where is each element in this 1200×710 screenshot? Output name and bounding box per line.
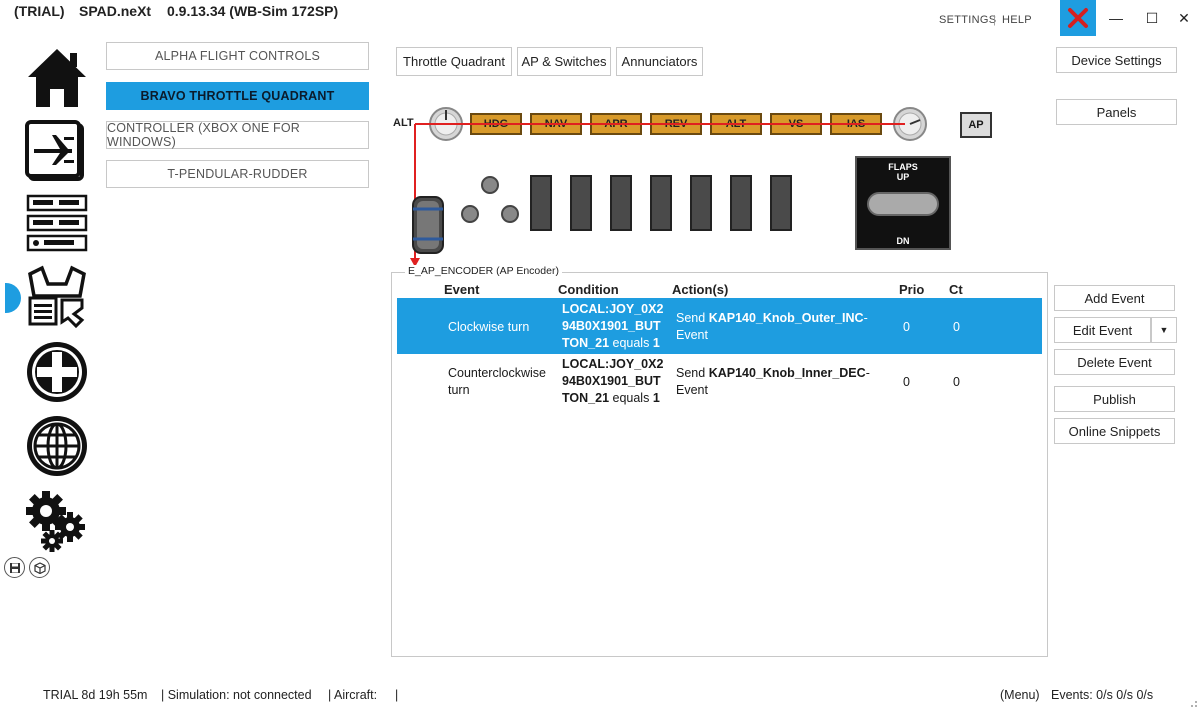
app-version: 0.9.13.34 (WB-Sim 172SP) xyxy=(167,3,339,19)
alt-knob-label: ALT xyxy=(393,117,414,129)
title-bar: (TRIAL) SPAD.neXt 0.9.13.34 (WB-Sim 172S… xyxy=(0,0,1200,40)
device-xbox-controller[interactable]: CONTROLLER (XBOX ONE FOR WINDOWS) xyxy=(106,121,369,149)
add-icon[interactable] xyxy=(22,337,92,407)
table-row-selected[interactable] xyxy=(397,298,1042,354)
globe-icon[interactable] xyxy=(22,411,92,481)
ap-button[interactable]: AP xyxy=(960,112,992,138)
delete-event-button[interactable]: Delete Event xyxy=(1054,349,1175,375)
tab-throttle-quadrant[interactable]: Throttle Quadrant xyxy=(396,47,512,76)
radio-stack-icon[interactable] xyxy=(22,188,92,258)
resize-grip-icon[interactable] xyxy=(1186,696,1198,708)
panels-button[interactable]: Panels xyxy=(1056,99,1177,125)
settings-gear-icon[interactable] xyxy=(22,485,92,555)
maximize-button[interactable]: ☐ xyxy=(1145,9,1159,26)
tab-annunciators[interactable]: Annunciators xyxy=(616,47,703,76)
save-icon[interactable] xyxy=(4,557,25,578)
column-header-actions[interactable]: Action(s) xyxy=(672,282,729,297)
row2-condition: LOCAL:JOY_0X2 94B0X1901_BUT TON_21 equal… xyxy=(562,357,664,405)
profile-icon[interactable] xyxy=(22,117,92,187)
row1-prio: 0 xyxy=(903,320,910,334)
row1-condition: LOCAL:JOY_0X2 94B0X1901_BUT TON_21 equal… xyxy=(562,302,664,350)
status-aircraft: | Aircraft: xyxy=(328,688,378,702)
row2-prio: 0 xyxy=(903,375,910,389)
link-separator: | xyxy=(993,14,997,26)
column-header-ct[interactable]: Ct xyxy=(949,282,963,297)
rocker-switch-7[interactable] xyxy=(770,175,792,231)
events-panel-title: E_AP_ENCODER (AP Encoder) xyxy=(405,265,562,277)
active-nav-indicator xyxy=(5,283,21,313)
close-button[interactable]: ✕ xyxy=(1178,9,1190,26)
minimize-button[interactable]: — xyxy=(1109,10,1123,26)
rocker-switch-3[interactable] xyxy=(610,175,632,231)
right-knob[interactable] xyxy=(892,106,928,142)
status-trial: TRIAL 8d 19h 55m xyxy=(43,688,148,702)
add-event-button[interactable]: Add Event xyxy=(1054,285,1175,311)
device-t-pendular-rudder[interactable]: T-PENDULAR-RUDDER xyxy=(106,160,369,188)
row2-ct: 0 xyxy=(953,375,960,389)
rocker-switch-5[interactable] xyxy=(690,175,712,231)
row1-event: Clockwise turn xyxy=(448,320,530,334)
rocker-switch-4[interactable] xyxy=(650,175,672,231)
flaps-handle[interactable] xyxy=(867,192,939,216)
rocker-switch-1[interactable] xyxy=(530,175,552,231)
flaps-up-label: UP xyxy=(896,172,910,182)
help-link[interactable]: HELP xyxy=(1002,14,1032,26)
column-header-event[interactable]: Event xyxy=(444,282,480,297)
ap-encoder-knob[interactable] xyxy=(410,193,446,257)
column-header-prio[interactable]: Prio xyxy=(899,282,925,297)
flaps-label: FLAPS xyxy=(888,162,918,172)
device-settings-button[interactable]: Device Settings xyxy=(1056,47,1177,73)
home-icon[interactable] xyxy=(22,43,92,113)
row1-action: Send KAP140_Knob_Outer_INC- Event xyxy=(676,311,868,342)
status-menu[interactable]: (Menu) xyxy=(1000,688,1040,702)
rocker-switch-6[interactable] xyxy=(730,175,752,231)
column-header-condition[interactable]: Condition xyxy=(558,282,619,297)
status-events: Events: 0/s 0/s 0/s xyxy=(1051,688,1154,702)
trial-label: (TRIAL) xyxy=(14,3,65,19)
edit-event-dropdown-icon[interactable]: ▼ xyxy=(1151,317,1177,343)
row2-action: Send KAP140_Knob_Inner_DEC- Event xyxy=(676,366,870,397)
device-bravo-throttle-quadrant[interactable]: BRAVO THROTTLE QUADRANT xyxy=(106,82,369,110)
status-simulation: | Simulation: not connected xyxy=(161,688,312,702)
edit-event-button[interactable]: Edit Event xyxy=(1054,317,1151,343)
app-name: SPAD.neXt xyxy=(79,3,152,19)
status-aircraft-end: | xyxy=(395,688,399,702)
flaps-lever[interactable]: FLAPS UP DN xyxy=(855,156,951,250)
device-alpha-flight-controls[interactable]: ALPHA FLIGHT CONTROLS xyxy=(106,42,369,70)
row1-ct: 0 xyxy=(953,320,960,334)
row2-event: Counterclockwise turn xyxy=(448,366,546,397)
publish-button[interactable]: Publish xyxy=(1054,386,1175,412)
flaps-dn-label: DN xyxy=(896,236,910,246)
devices-icon[interactable] xyxy=(22,262,92,332)
package-icon[interactable] xyxy=(29,557,50,578)
online-snippets-button[interactable]: Online Snippets xyxy=(1054,418,1175,444)
round-buttons[interactable] xyxy=(458,175,524,225)
tab-ap-switches[interactable]: AP & Switches xyxy=(517,47,611,76)
spad-logo-icon xyxy=(1060,0,1096,36)
events-panel xyxy=(391,272,1048,657)
rocker-switch-2[interactable] xyxy=(570,175,592,231)
settings-link[interactable]: SETTINGS xyxy=(939,14,997,26)
